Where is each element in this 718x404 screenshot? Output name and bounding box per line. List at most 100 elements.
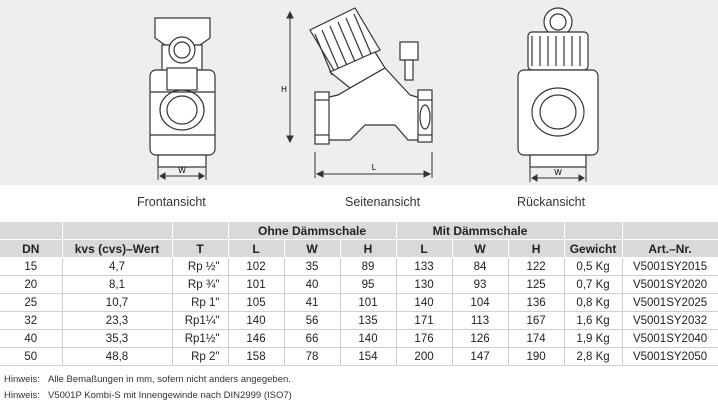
group-header-ohne: Ohne Dämmschale: [228, 222, 397, 240]
cell-w2: 84: [452, 257, 509, 276]
col-kvs: kvs (cvs)–Wert: [62, 239, 173, 258]
cell-w: 78: [284, 347, 341, 366]
col-h: H: [340, 239, 397, 258]
note-line: Hinweis: V5001P Kombi-S mit Innengewinde …: [4, 388, 292, 404]
cell-w2: 93: [452, 275, 509, 294]
cell-h2: 167: [508, 311, 565, 330]
back-view-drawing: W: [517, 7, 599, 182]
cell-t: Rp1½": [172, 329, 229, 348]
side-h-label: H: [281, 85, 287, 94]
cell-w2: 104: [452, 293, 509, 312]
front-view-caption: Frontansicht: [137, 195, 206, 209]
side-view-drawing: H L: [281, 7, 433, 178]
note-label: Hinweis:: [4, 374, 40, 385]
cell-gewicht: 0,5 Kg: [564, 257, 623, 276]
cell-l2: 176: [396, 329, 453, 348]
cell-kvs: 4,7: [62, 257, 173, 276]
cell-l: 101: [228, 275, 285, 294]
cell-dn: 40: [0, 329, 63, 348]
table-row: 32 23,3 Rp1¼" 140 56 135 171 113 167 1,6…: [0, 311, 718, 330]
cell-h: 89: [340, 257, 397, 276]
cell-w2: 126: [452, 329, 509, 348]
table-row: 40 35,3 Rp1½" 146 66 140 176 126 174 1,9…: [0, 329, 718, 348]
notes-block: Hinweis: Alle Bemaßungen in mm, sofern ni…: [4, 372, 292, 404]
cell-art: V5001SY2040: [622, 329, 718, 348]
note-line: Hinweis: Alle Bemaßungen in mm, sofern ni…: [4, 372, 292, 388]
cell-w2: 147: [452, 347, 509, 366]
table-row: 50 48,8 Rp 2" 158 78 154 200 147 190 2,8…: [0, 347, 718, 366]
cell-kvs: 23,3: [62, 311, 173, 330]
cell-dn: 50: [0, 347, 63, 366]
col-gewicht: Gewicht: [564, 239, 623, 258]
col-t: T: [172, 239, 229, 258]
col-dn: DN: [0, 239, 63, 258]
cell-l2: 200: [396, 347, 453, 366]
cell-t: Rp ½": [172, 257, 229, 276]
cell-w: 41: [284, 293, 341, 312]
column-header-row: DN kvs (cvs)–Wert T L W H L W H Gewicht …: [0, 239, 718, 258]
cell-kvs: 48,8: [62, 347, 173, 366]
note-text: V5001P Kombi-S mit Innengewinde nach DIN…: [48, 390, 292, 401]
cell-h2: 136: [508, 293, 565, 312]
cell-gewicht: 2,8 Kg: [564, 347, 623, 366]
side-view-caption: Seitenansicht: [345, 195, 421, 209]
table-row: 25 10,7 Rp 1" 105 41 101 140 104 136 0,8…: [0, 293, 718, 312]
cell-l2: 133: [396, 257, 453, 276]
cell-art: V5001SY2032: [622, 311, 718, 330]
cell-l: 158: [228, 347, 285, 366]
table-row: 20 8,1 Rp ¾" 101 40 95 130 93 125 0,7 Kg…: [0, 275, 718, 294]
cell-h2: 174: [508, 329, 565, 348]
side-l-label: L: [372, 163, 377, 172]
cell-gewicht: 0,8 Kg: [564, 293, 623, 312]
cell-t: Rp1¼": [172, 311, 229, 330]
cell-h2: 125: [508, 275, 565, 294]
cell-l2: 130: [396, 275, 453, 294]
cell-t: Rp 1": [172, 293, 229, 312]
cell-w: 40: [284, 275, 341, 294]
cell-l2: 171: [396, 311, 453, 330]
cell-gewicht: 1,6 Kg: [564, 311, 623, 330]
cell-w: 35: [284, 257, 341, 276]
spec-table: Ohne Dämmschale Mit Dämmschale DN kvs (c…: [0, 222, 718, 366]
cell-h: 95: [340, 275, 397, 294]
note-label: Hinweis:: [4, 390, 40, 401]
cell-t: Rp 2": [172, 347, 229, 366]
cell-w: 66: [284, 329, 341, 348]
cell-h2: 190: [508, 347, 565, 366]
back-w-label: W: [554, 168, 562, 177]
cell-gewicht: 0,7 Kg: [564, 275, 623, 294]
cell-art: V5001SY2050: [622, 347, 718, 366]
cell-dn: 15: [0, 257, 63, 276]
col-l: L: [228, 239, 285, 258]
cell-h: 135: [340, 311, 397, 330]
drawings-panel: W H L: [0, 0, 718, 185]
front-w-label: W: [178, 166, 186, 175]
cell-w2: 113: [452, 311, 509, 330]
cell-w: 56: [284, 311, 341, 330]
cell-art: V5001SY2015: [622, 257, 718, 276]
col-h2: H: [508, 239, 565, 258]
front-view-drawing: W: [149, 17, 216, 180]
cell-dn: 20: [0, 275, 63, 294]
cell-t: Rp ¾": [172, 275, 229, 294]
cell-h: 140: [340, 329, 397, 348]
cell-h: 101: [340, 293, 397, 312]
cell-h2: 122: [508, 257, 565, 276]
cell-kvs: 35,3: [62, 329, 173, 348]
cell-dn: 25: [0, 293, 63, 312]
cell-gewicht: 1,9 Kg: [564, 329, 623, 348]
group-header-mit: Mit Dämmschale: [396, 222, 565, 240]
note-text: Alle Bemaßungen in mm, sofern nicht ande…: [48, 374, 291, 385]
group-header-row: Ohne Dämmschale Mit Dämmschale: [0, 222, 718, 240]
col-art: Art.–Nr.: [622, 239, 718, 258]
back-view-caption: Rückansicht: [517, 195, 586, 209]
cell-art: V5001SY2025: [622, 293, 718, 312]
cell-l: 146: [228, 329, 285, 348]
col-w: W: [284, 239, 341, 258]
col-l2: L: [396, 239, 453, 258]
cell-l: 102: [228, 257, 285, 276]
table-row: 15 4,7 Rp ½" 102 35 89 133 84 122 0,5 Kg…: [0, 257, 718, 276]
cell-kvs: 8,1: [62, 275, 173, 294]
cell-l2: 140: [396, 293, 453, 312]
cell-art: V5001SY2020: [622, 275, 718, 294]
